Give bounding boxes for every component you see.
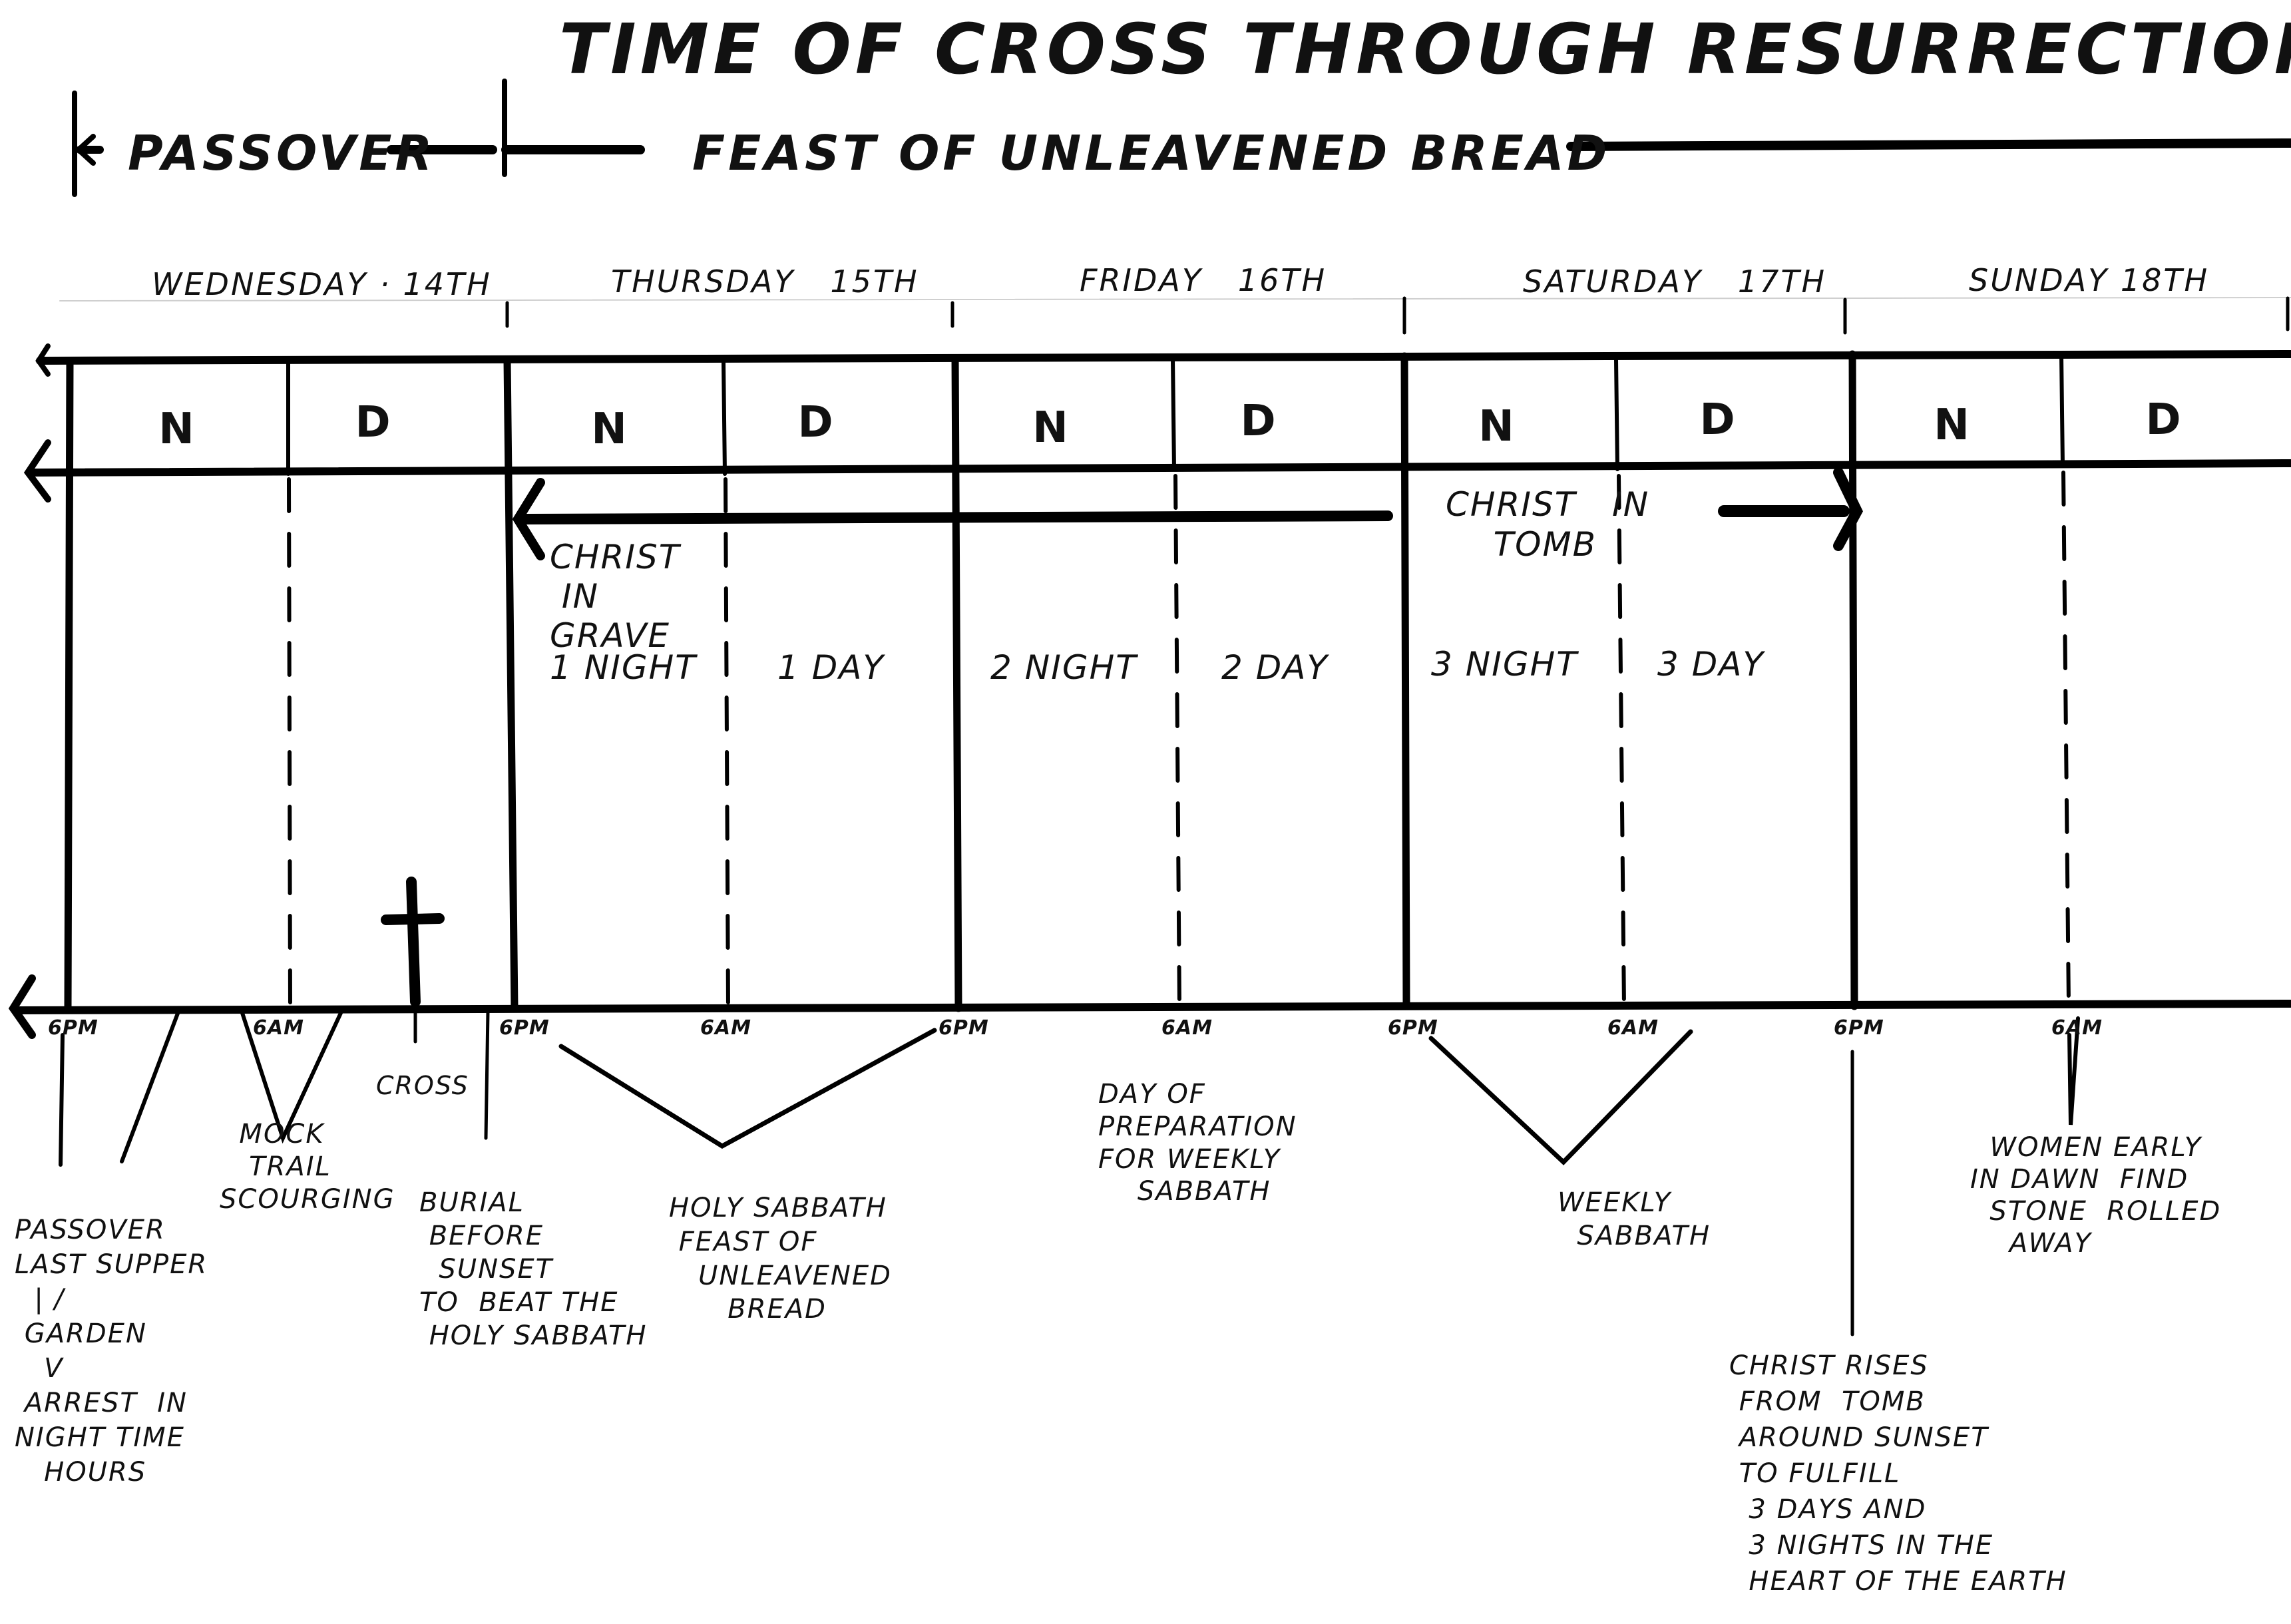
women-pointer — [2067, 1016, 2080, 1125]
grid-top-arrow — [35, 343, 51, 377]
tick-thu-6am: 6AM — [700, 1016, 751, 1040]
grid-top-line — [36, 350, 2291, 365]
count-2-day: 2 DAY — [1221, 648, 1329, 687]
christ-in-tomb-label: CHRIST IN TOMB — [1446, 485, 1650, 564]
grave-span-line — [521, 510, 1393, 524]
tick-sun-6am: 6AM — [2051, 1016, 2103, 1040]
annotation-mock-trial: MOCK TRAIL SCOURGING — [220, 1119, 395, 1215]
period-sat-day: D — [1699, 395, 1735, 445]
tick-wed-6pm: 6PM — [48, 1016, 99, 1040]
burial-pointer — [484, 1010, 490, 1140]
period-fri-night: N — [1032, 403, 1068, 453]
feast-banner-line — [1566, 138, 2291, 151]
annotation-preparation: DAY OF PREPARATION FOR WEEKLY SABBATH — [1098, 1079, 1297, 1207]
cross-icon — [381, 877, 445, 1007]
cross-label: CROSS — [376, 1071, 469, 1100]
period-sun-day: D — [2145, 395, 2181, 445]
day-label-sunday: SUNDAY 18TH — [1969, 262, 2210, 298]
period-fri-day: D — [1240, 397, 1276, 446]
midday-header-lines — [286, 354, 2065, 476]
period-thu-night: N — [591, 405, 627, 454]
day-label-friday: FRIDAY 16TH — [1080, 262, 1327, 298]
tick-sat-6am: 6AM — [1607, 1016, 1659, 1040]
annotation-burial: BURIAL BEFORE SUNSET TO BEAT THE HOLY SA… — [419, 1187, 648, 1351]
count-1-night: 1 NIGHT — [550, 648, 697, 687]
header-arrow — [23, 439, 51, 503]
time-axis-line — [16, 1000, 2291, 1014]
day-boundaries — [64, 350, 1858, 1012]
annotation-passover-supper: PASSOVER LAST SUPPER | / GARDEN V ARREST… — [15, 1215, 208, 1488]
midday-dashed-lines — [287, 471, 2071, 1010]
page-title: TIME OF CROSS THROUGH RESURRECTION — [559, 9, 2291, 90]
tick-fri-6am: 6AM — [1161, 1016, 1213, 1040]
banner-feast: FEAST OF UNLEAVENED BREAD — [692, 125, 1611, 181]
annotation-holy-sabbath: HOLY SABBATH FEAST OF UNLEAVENED BREAD — [669, 1193, 892, 1325]
count-3-night: 3 NIGHT — [1431, 645, 1578, 684]
day-label-saturday: SATURDAY 17TH — [1523, 264, 1827, 300]
passover-pointer-b — [120, 1010, 180, 1163]
count-3-day: 3 DAY — [1657, 645, 1765, 684]
tick-fri-6pm: 6PM — [938, 1016, 989, 1040]
tick-sat-6pm: 6PM — [1388, 1016, 1438, 1040]
period-wed-night: N — [158, 405, 194, 454]
period-sun-night: N — [1934, 401, 1970, 450]
tomb-arrow-head — [1833, 467, 1863, 551]
period-thu-day: D — [797, 398, 833, 447]
period-sat-night: N — [1478, 402, 1514, 451]
passover-pointer-a — [59, 1033, 65, 1167]
header-bottom-line — [29, 459, 2291, 477]
holy-sabbath-pointer — [558, 1028, 937, 1149]
grave-arrow-head — [512, 478, 545, 560]
tick-thu-6pm: 6PM — [499, 1016, 550, 1040]
time-axis-arrow — [8, 974, 36, 1039]
tick-wed-6am: 6AM — [253, 1016, 304, 1040]
annotation-women: WOMEN EARLY IN DAWN FIND STONE ROLLED AW… — [1970, 1132, 2222, 1259]
count-1-day: 1 DAY — [777, 648, 885, 687]
mock-trial-pointer — [240, 1011, 343, 1144]
tick-sun-6pm: 6PM — [1834, 1016, 1884, 1040]
annotation-weekly-sabbath: WEEKLY SABBATH — [1558, 1187, 1711, 1251]
day-label-thursday: THURSDAY 15TH — [611, 264, 919, 300]
passover-arrow-head — [75, 134, 96, 166]
period-wed-day: D — [355, 398, 391, 447]
banner-passover: PASSOVER — [128, 125, 436, 181]
count-2-night: 2 NIGHT — [990, 648, 1138, 687]
annotation-rises: CHRIST RISES FROM TOMB AROUND SUNSET TO … — [1729, 1350, 2067, 1597]
day-separator-ticks — [505, 296, 2290, 335]
day-label-wednesday: WEDNESDAY · 14TH — [152, 266, 492, 302]
weekly-sabbath-pointer — [1428, 1029, 1693, 1165]
christ-in-grave-label: CHRIST IN GRAVE — [550, 538, 681, 655]
